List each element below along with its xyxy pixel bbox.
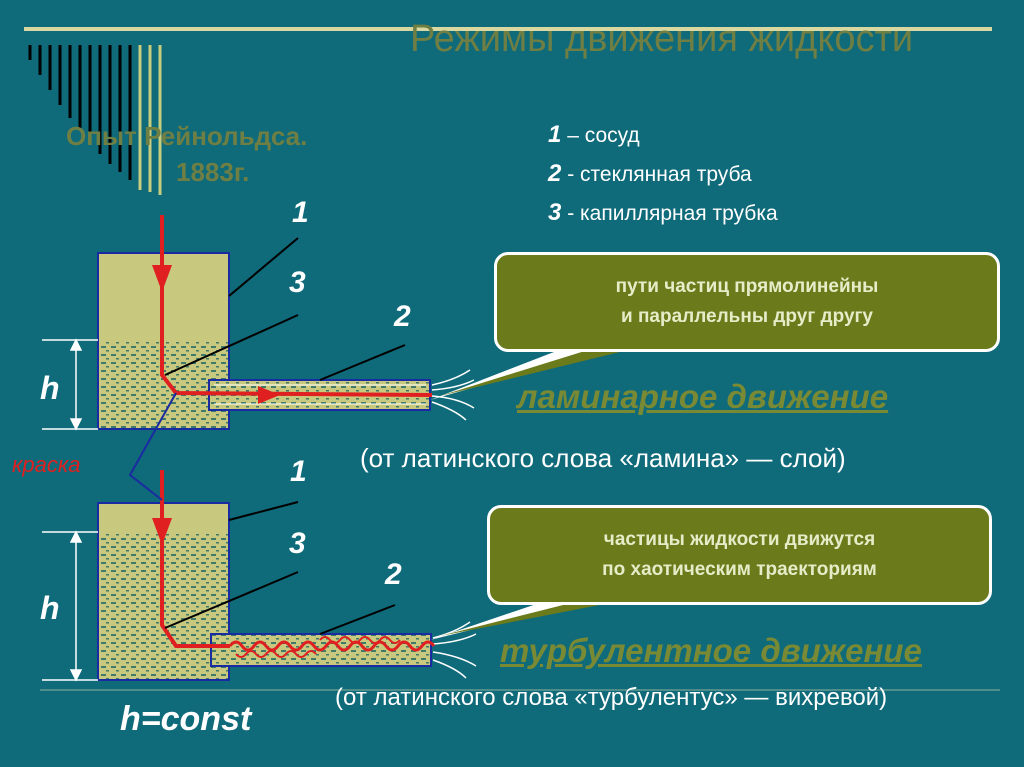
- outflow-jet-turbulent: [432, 621, 477, 679]
- page-title: Режимы движения жидкости: [410, 18, 914, 60]
- dye-arrow-1: [152, 265, 172, 292]
- legend-item-2: 2 - стеклянная труба: [548, 160, 752, 187]
- turbulent-label: турбулентное движение: [500, 632, 922, 669]
- dye-laminar: [160, 215, 433, 397]
- decor-bars-black: [28, 45, 132, 180]
- legend: 1 – сосуд 2 - стеклянная труба 3 - капил…: [548, 116, 778, 233]
- leader-lines: [164, 237, 406, 635]
- label-1-upper: 1: [292, 196, 309, 229]
- callout-laminar: пути частиц прямолинейны и параллельны д…: [494, 252, 1000, 352]
- dye-label: краска: [12, 452, 81, 477]
- label-1-lower: 1: [290, 455, 307, 488]
- top-rule: [24, 27, 992, 31]
- vessel-turbulent: [97, 502, 432, 681]
- label-2-lower: 2: [385, 558, 402, 591]
- vessel-laminar: [97, 252, 431, 430]
- dye-arrow-2: [258, 386, 280, 404]
- h-label-upper: h: [40, 370, 60, 406]
- laminar-label: ламинарное движение: [517, 378, 889, 415]
- turbulent-note: (от латинского слова «турбулентус» — вих…: [335, 684, 888, 711]
- label-3-upper: 3: [289, 266, 306, 299]
- callout-laminar-line1: пути частиц прямолинейны: [615, 276, 879, 297]
- callout-turbulent: частицы жидкости движутся по хаотическим…: [487, 505, 992, 605]
- experiment-line2: 1883г.: [176, 157, 250, 187]
- legend-item-3: 3 - капиллярная трубка: [548, 199, 778, 226]
- h-const-label: h=const: [120, 700, 252, 738]
- experiment-label: Опыт Рейнольдса. 1883г.: [66, 116, 307, 192]
- laminar-note: (от латинского слова «ламина» — слой): [360, 443, 846, 473]
- outflow-jet-laminar: [431, 369, 475, 421]
- h-dimension-upper: [42, 338, 98, 431]
- dye-arrow-3: [152, 518, 172, 545]
- experiment-line1: Опыт Рейнольдса.: [66, 121, 308, 151]
- legend-item-1: 1 – сосуд: [548, 121, 640, 148]
- dye-connector: [128, 392, 177, 501]
- decor-bars-olive: [138, 45, 162, 195]
- label-3-lower: 3: [289, 527, 306, 560]
- callout-laminar-line2: и параллельны друг другу: [620, 306, 873, 327]
- callout-turbulent-line2: по хаотическим траекториям: [602, 559, 877, 580]
- callout-turbulent-line1: частицы жидкости движутся: [603, 529, 876, 550]
- h-label-lower: h: [40, 590, 60, 626]
- dye-turbulent: [160, 470, 436, 658]
- label-2-upper: 2: [394, 300, 411, 333]
- h-dimension-lower: [42, 530, 98, 682]
